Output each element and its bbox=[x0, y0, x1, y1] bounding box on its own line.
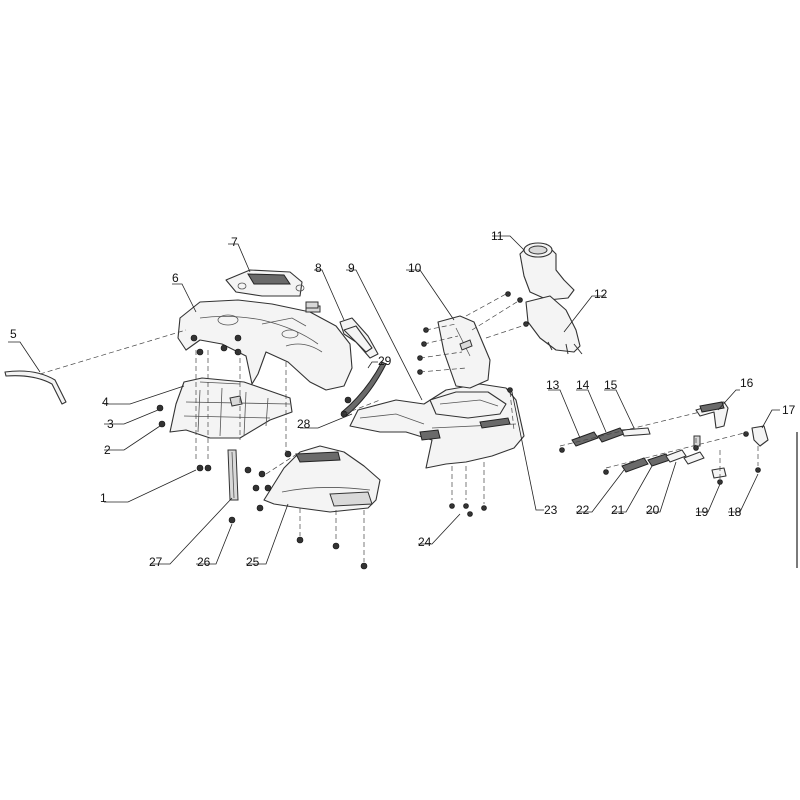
part-19-clip bbox=[693, 435, 727, 479]
callout-24: 24 bbox=[418, 535, 432, 549]
callout-15: 15 bbox=[604, 378, 618, 392]
callout-7: 7 bbox=[231, 235, 238, 249]
callout-3: 3 bbox=[107, 417, 114, 431]
callout-14: 14 bbox=[576, 378, 590, 392]
leader-lines bbox=[8, 235, 780, 565]
part-8-side-panel bbox=[339, 317, 379, 359]
part-27-bracket-rod bbox=[227, 449, 239, 501]
callout-13: 13 bbox=[546, 378, 560, 392]
part-10-console-panel bbox=[437, 315, 491, 389]
part-22-rail bbox=[621, 457, 649, 473]
callout-18: 18 bbox=[728, 505, 742, 519]
callout-19: 19 bbox=[695, 505, 709, 519]
callout-2: 2 bbox=[104, 443, 111, 457]
part-14-rail bbox=[597, 427, 625, 443]
callout-26: 26 bbox=[197, 555, 211, 569]
part-17-bracket bbox=[751, 425, 769, 447]
callout-9: 9 bbox=[348, 261, 355, 275]
callout-4: 4 bbox=[102, 395, 109, 409]
part-5-bumper-rod bbox=[4, 370, 67, 405]
callout-1: 1 bbox=[100, 491, 107, 505]
assembly-lines bbox=[39, 293, 759, 562]
part-6-front-hood bbox=[177, 299, 353, 391]
part-4-front-plate bbox=[169, 377, 293, 439]
callout-20: 20 bbox=[646, 503, 660, 517]
callout-25: 25 bbox=[246, 555, 260, 569]
callout-6: 6 bbox=[172, 271, 179, 285]
callout-5: 5 bbox=[10, 327, 17, 341]
callout-21: 21 bbox=[611, 503, 625, 517]
part-16-handle bbox=[695, 401, 729, 429]
part-25-side-skirt bbox=[263, 445, 381, 513]
callout-labels: 5 4 3 2 1 6 7 8 9 10 11 12 29 28 27 26 2… bbox=[10, 229, 796, 569]
part-20-rail bbox=[665, 449, 705, 465]
part-12-dash-cover bbox=[525, 295, 583, 355]
part-7-grille-cover bbox=[225, 269, 305, 297]
callout-22: 22 bbox=[576, 503, 590, 517]
callout-8: 8 bbox=[315, 261, 322, 275]
callout-29: 29 bbox=[378, 354, 392, 368]
callout-23: 23 bbox=[544, 503, 558, 517]
part-29-trim-strip bbox=[341, 361, 387, 417]
callout-12: 12 bbox=[594, 287, 608, 301]
callout-28: 28 bbox=[297, 417, 311, 431]
part-13-rail bbox=[571, 431, 599, 447]
callout-17: 17 bbox=[782, 403, 796, 417]
callout-10: 10 bbox=[408, 261, 422, 275]
part-15-rail bbox=[621, 427, 651, 437]
part-11-steering-column bbox=[519, 242, 575, 301]
callout-11: 11 bbox=[491, 229, 504, 243]
part-9-rear-body bbox=[349, 383, 525, 469]
callout-16: 16 bbox=[740, 376, 754, 390]
fasteners bbox=[156, 291, 761, 570]
callout-27: 27 bbox=[149, 555, 163, 569]
